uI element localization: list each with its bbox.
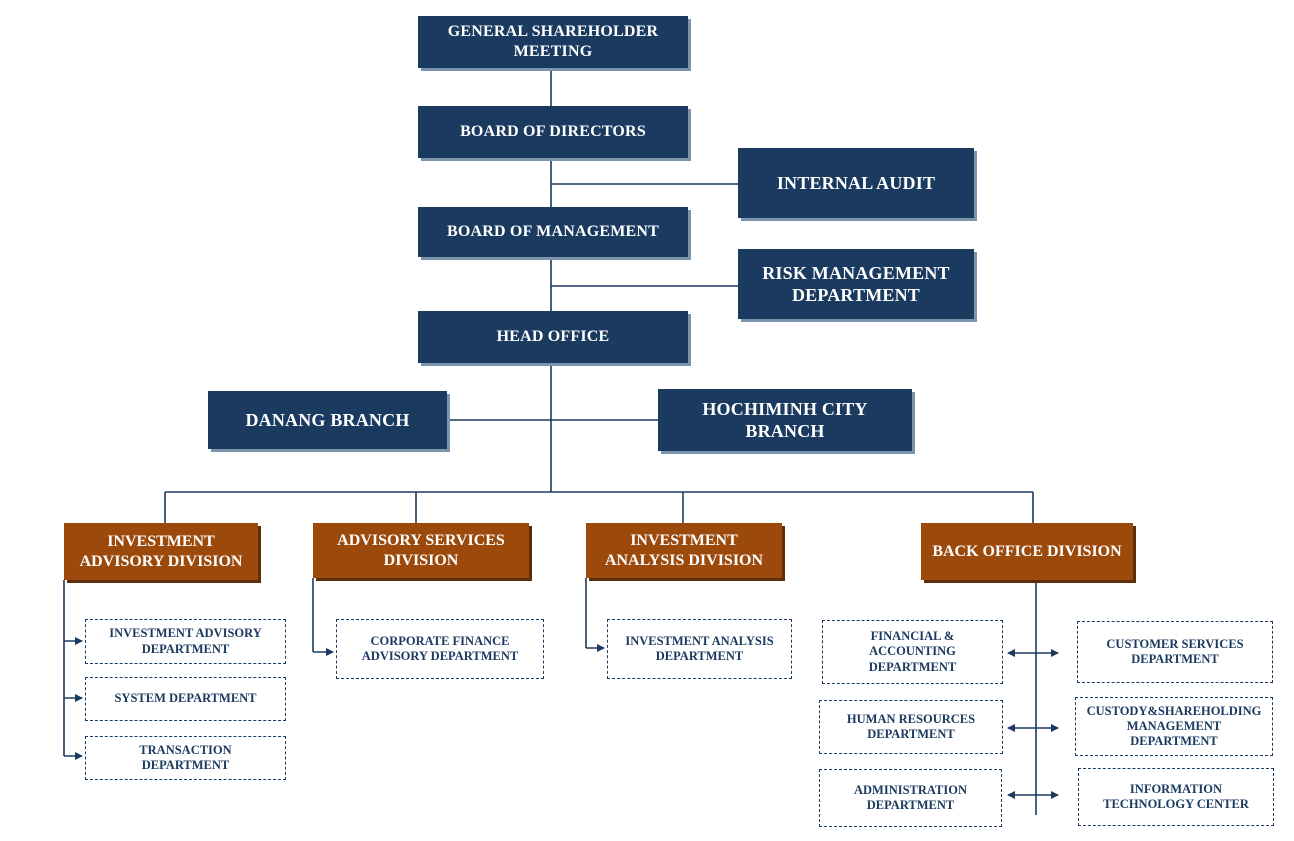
general-shareholder-meeting-box: GENERAL SHAREHOLDER MEETING <box>418 16 688 68</box>
human-resources-department-box: HUMAN RESOURCES DEPARTMENT <box>819 700 1003 754</box>
head-office-box: HEAD OFFICE <box>418 311 688 363</box>
board-of-management-box: BOARD OF MANAGEMENT <box>418 207 688 257</box>
investment-analysis-department-box: INVESTMENT ANALYSIS DEPARTMENT <box>607 619 792 679</box>
hochiminh-city-branch-box: HOCHIMINH CITY BRANCH <box>658 389 912 451</box>
investment-advisory-department-box: INVESTMENT ADVISORY DEPARTMENT <box>85 619 286 664</box>
internal-audit-box: INTERNAL AUDIT <box>738 148 974 218</box>
customer-services-department-box: CUSTOMER SERVICES DEPARTMENT <box>1077 621 1273 683</box>
transaction-department-box: TRANSACTION DEPARTMENT <box>85 736 286 780</box>
danang-branch-box: DANANG BRANCH <box>208 391 447 449</box>
corporate-finance-advisory-department-box: CORPORATE FINANCE ADVISORY DEPARTMENT <box>336 619 544 679</box>
information-technology-center-box: INFORMATION TECHNOLOGY CENTER <box>1078 768 1274 826</box>
financial-accounting-department-box: FINANCIAL & ACCOUNTING DEPARTMENT <box>822 620 1003 684</box>
board-of-directors-box: BOARD OF DIRECTORS <box>418 106 688 158</box>
investment-advisory-division-box: INVESTMENT ADVISORY DIVISION <box>64 523 258 580</box>
system-department-box: SYSTEM DEPARTMENT <box>85 677 286 721</box>
risk-management-box: RISK MANAGEMENT DEPARTMENT <box>738 249 974 319</box>
administration-department-box: ADMINISTRATION DEPARTMENT <box>819 769 1002 827</box>
advisory-services-division-box: ADVISORY SERVICES DIVISION <box>313 523 529 578</box>
investment-analysis-division-box: INVESTMENT ANALYSIS DIVISION <box>586 523 782 578</box>
back-office-division-box: BACK OFFICE DIVISION <box>921 523 1133 580</box>
custody-shareholding-management-department-box: CUSTODY&SHAREHOLDING MANAGEMENT DEPARTME… <box>1075 697 1273 756</box>
